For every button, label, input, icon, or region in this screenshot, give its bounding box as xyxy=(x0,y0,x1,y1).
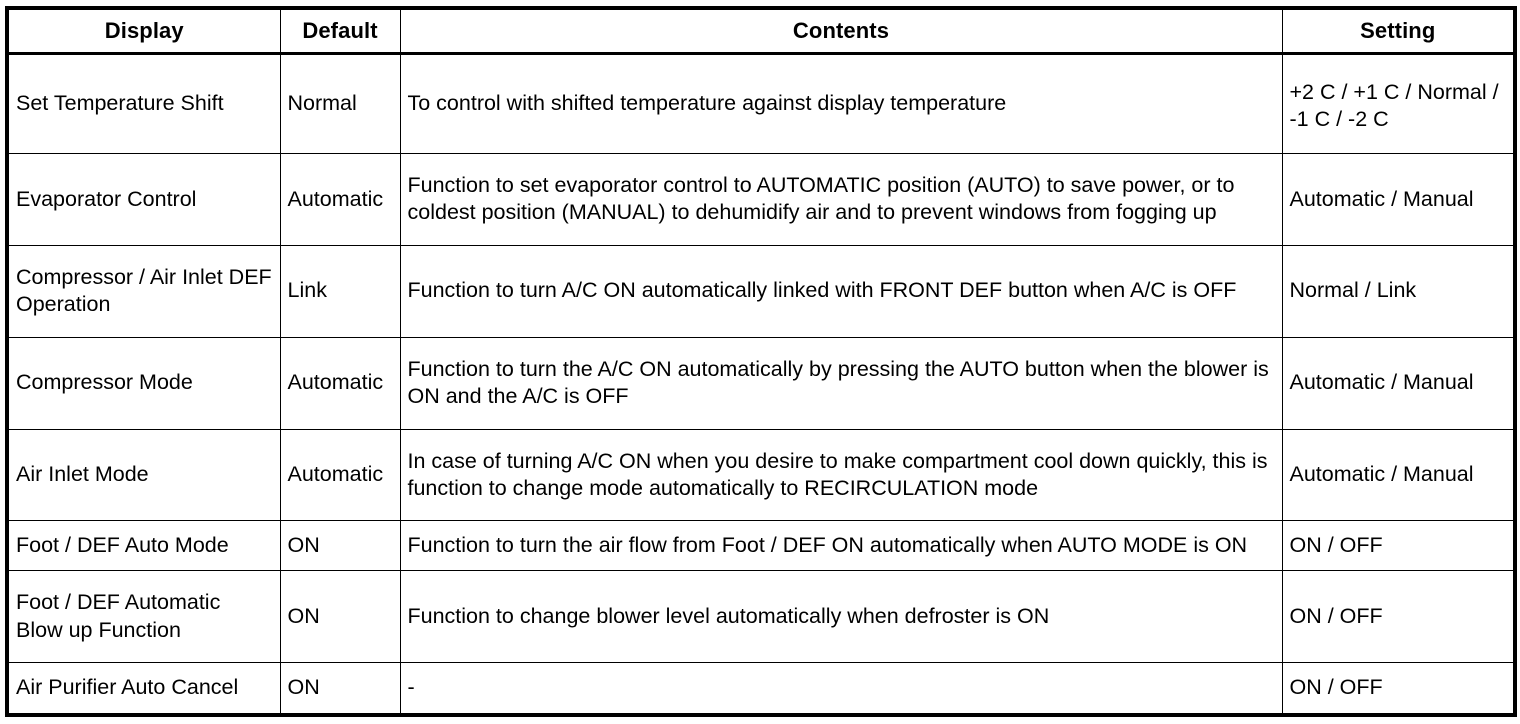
cell-display: Set Temperature Shift xyxy=(6,53,281,154)
cell-text-setting: +2 C / +1 C / Normal / -1 C / -2 C xyxy=(1289,79,1499,131)
cell-default: Normal xyxy=(279,53,401,154)
cell-display: Foot / DEF Automatic Blow up Function xyxy=(6,570,281,664)
cell-text-contents: Function to turn A/C ON automatically li… xyxy=(407,278,1237,303)
function-setting-table-container: Display Default Contents Setting Set Tem… xyxy=(5,6,1517,717)
cell-contents: In case of turning A/C ON when you desir… xyxy=(399,428,1283,522)
cell-text-setting: ON / OFF xyxy=(1289,533,1383,558)
column-header-display: Display xyxy=(6,7,281,55)
cell-text-display: Set Temperature Shift xyxy=(16,91,224,116)
cell-text-default: Automatic xyxy=(287,370,384,395)
table-row: Air Inlet Mode Automatic In case of turnin… xyxy=(6,428,1516,522)
table-row: Compressor Mode Automatic Function to turn… xyxy=(6,336,1516,430)
cell-display: Compressor / Air Inlet DEF Operation xyxy=(6,244,281,338)
cell-default: Automatic xyxy=(279,428,401,522)
cell-text-contents: In case of turning A/C ON when you desir… xyxy=(407,448,1268,500)
cell-default: ON xyxy=(279,520,401,572)
cell-setting: ON / OFF xyxy=(1281,570,1516,664)
table-row: Evaporator Control Automatic Function to s… xyxy=(6,152,1516,246)
cell-text-display: Foot / DEF Automatic Blow up Function xyxy=(16,590,221,642)
cell-text-display: Evaporator Control xyxy=(16,186,197,211)
cell-text-contents: Function to change blower level automati… xyxy=(407,604,1050,629)
cell-text-default: Link xyxy=(287,278,327,303)
cell-text-contents: Function to turn the A/C ON automaticall… xyxy=(407,356,1269,409)
cell-contents: To control with shifted temperature agai… xyxy=(399,53,1283,154)
cell-display: Foot / DEF Auto Mode xyxy=(6,520,281,572)
table-row: Air Purifier Auto Cancel ON - ON / OFF xyxy=(6,662,1516,716)
table-row: Set Temperature Shift Normal To control wi… xyxy=(6,53,1516,154)
table-row: Foot / DEF Auto Mode ON Function to turn t… xyxy=(6,520,1516,572)
cell-default: ON xyxy=(279,570,401,664)
cell-text-default: Normal xyxy=(287,91,357,116)
cell-text-default: ON xyxy=(287,604,320,629)
cell-setting: Automatic / Manual xyxy=(1281,152,1516,246)
cell-text-display: Compressor Mode xyxy=(16,370,193,395)
cell-setting: ON / OFF xyxy=(1281,520,1516,572)
table-row: Compressor / Air Inlet DEF Operation Link… xyxy=(6,244,1516,338)
cell-text-setting: Normal / Link xyxy=(1289,278,1417,303)
cell-contents: Function to turn the A/C ON automaticall… xyxy=(399,336,1283,430)
cell-text-display: Air Purifier Auto Cancel xyxy=(16,675,239,700)
cell-contents: Function to turn the air flow from Foot … xyxy=(399,520,1283,572)
cell-display: Air Purifier Auto Cancel xyxy=(6,662,281,716)
column-header-setting: Setting xyxy=(1281,7,1516,55)
cell-text-display: Compressor / Air Inlet DEF Operation xyxy=(16,264,272,317)
cell-default: Automatic xyxy=(279,152,401,246)
cell-text-default: ON xyxy=(287,675,320,700)
cell-contents: Function to turn A/C ON automatically li… xyxy=(399,244,1283,338)
cell-text-setting: ON / OFF xyxy=(1289,675,1383,700)
table-body: Set Temperature Shift Normal To control wi… xyxy=(6,53,1516,716)
cell-text-default: Automatic xyxy=(287,462,384,487)
cell-display: Evaporator Control xyxy=(6,152,281,246)
cell-text-setting: ON / OFF xyxy=(1289,604,1383,629)
cell-text-setting: Automatic / Manual xyxy=(1289,370,1474,395)
cell-text-contents: - xyxy=(407,675,415,700)
table-header: Display Default Contents Setting xyxy=(6,7,1516,55)
cell-contents: Function to change blower level automati… xyxy=(399,570,1283,664)
cell-text-contents: Function to turn the air flow from Foot … xyxy=(407,533,1248,558)
cell-display: Air Inlet Mode xyxy=(6,428,281,522)
cell-text-setting: Automatic / Manual xyxy=(1289,462,1474,487)
cell-setting: ON / OFF xyxy=(1281,662,1516,716)
cell-text-default: ON xyxy=(287,533,320,558)
cell-setting: +2 C / +1 C / Normal / -1 C / -2 C xyxy=(1281,53,1516,154)
column-header-default: Default xyxy=(279,7,401,55)
cell-text-setting: Automatic / Manual xyxy=(1289,186,1474,211)
function-setting-table: Display Default Contents Setting Set Tem… xyxy=(5,6,1517,717)
cell-default: ON xyxy=(279,662,401,716)
cell-text-contents: To control with shifted temperature agai… xyxy=(407,91,1007,116)
cell-setting: Automatic / Manual xyxy=(1281,428,1516,522)
cell-default: Automatic xyxy=(279,336,401,430)
cell-text-default: Automatic xyxy=(287,186,384,211)
cell-contents: Function to set evaporator control to AU… xyxy=(399,152,1283,246)
cell-setting: Normal / Link xyxy=(1281,244,1516,338)
cell-display: Compressor Mode xyxy=(6,336,281,430)
cell-text-contents: Function to set evaporator control to AU… xyxy=(407,172,1235,225)
cell-setting: Automatic / Manual xyxy=(1281,336,1516,430)
column-header-contents: Contents xyxy=(399,7,1283,55)
cell-text-display: Foot / DEF Auto Mode xyxy=(16,533,229,558)
table-header-row: Display Default Contents Setting xyxy=(6,7,1516,55)
table-row: Foot / DEF Automatic Blow up Function ON F… xyxy=(6,570,1516,664)
cell-contents: - xyxy=(399,662,1283,716)
cell-text-display: Air Inlet Mode xyxy=(16,462,149,487)
cell-default: Link xyxy=(279,244,401,338)
